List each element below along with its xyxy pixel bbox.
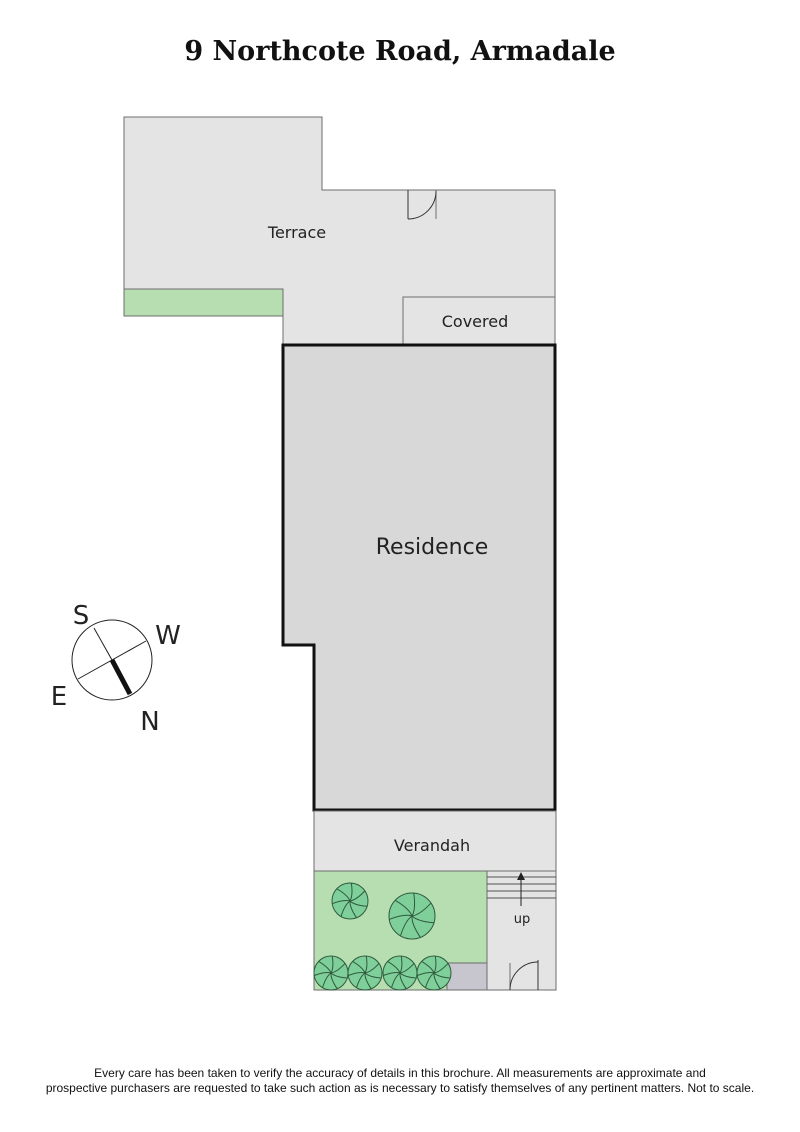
- shrub-icon: [388, 892, 436, 940]
- entry-door: [509, 960, 539, 991]
- disclaimer-line-1: Every care has been taken to verify the …: [94, 1066, 706, 1080]
- shrubs: [313, 882, 452, 991]
- disclaimer-line-2: prospective purchasers are requested to …: [45, 1081, 755, 1095]
- shrub-icon: [382, 955, 418, 991]
- compass-east-label: E: [51, 682, 67, 712]
- verandah-label: Verandah: [394, 836, 470, 855]
- front-paving: [446, 962, 488, 991]
- covered-label: Covered: [442, 312, 509, 331]
- page-title: 9 Northcote Road, Armadale: [184, 36, 616, 67]
- stairs-up-label: up: [514, 912, 531, 927]
- terrace-door: [407, 190, 437, 220]
- terrace-label: Terrace: [267, 223, 326, 242]
- disclaimer: Every care has been taken to verify the …: [0, 1066, 800, 1096]
- terrace-garden-bed: [123, 288, 284, 317]
- shrub-icon: [416, 955, 452, 991]
- shrub-icon: [313, 955, 349, 991]
- compass-west-label: W: [155, 621, 181, 651]
- verandah-area: [313, 810, 557, 872]
- compass-north-label: N: [140, 707, 159, 737]
- compass-icon: [71, 619, 153, 701]
- shrub-icon: [331, 882, 369, 920]
- stairs-up-arrow-icon: [517, 872, 525, 906]
- residence-label: Residence: [376, 535, 488, 560]
- residence-area: [281, 343, 557, 812]
- shrub-icon: [347, 955, 383, 991]
- compass-south-label: S: [73, 601, 90, 631]
